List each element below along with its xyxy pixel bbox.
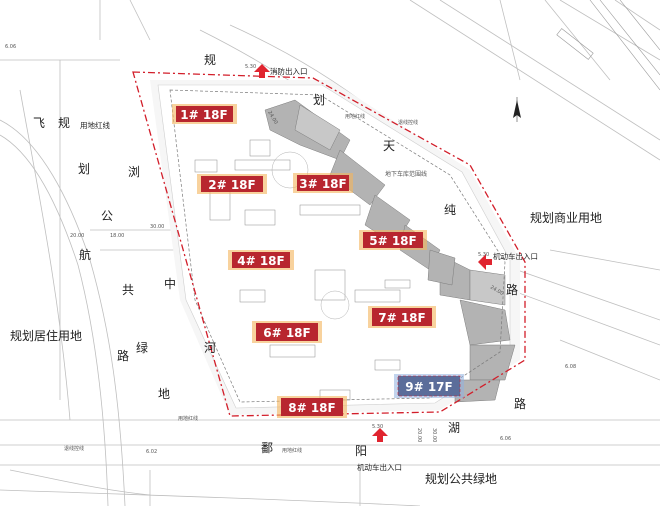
svg-text:5.30: 5.30 <box>245 64 256 70</box>
building-2[interactable]: 2# 18F <box>197 174 267 194</box>
svg-text:公: 公 <box>101 209 113 223</box>
tiny-notes: 用地红线 用地红线 退线控线 用地红线 用地红线 退线控线 <box>64 113 418 454</box>
svg-text:规: 规 <box>58 115 70 130</box>
svg-text:20.00: 20.00 <box>70 233 84 239</box>
svg-text:5.30: 5.30 <box>372 424 383 430</box>
svg-text:1# 18F: 1# 18F <box>180 108 227 122</box>
svg-text:天: 天 <box>383 139 395 153</box>
gate-labels: 消防出入口 机动车出入口 机动车出入口 地下车库范围线 <box>270 66 538 472</box>
svg-text:6.06: 6.06 <box>5 44 16 50</box>
svg-text:航: 航 <box>79 247 91 262</box>
svg-text:飞: 飞 <box>33 116 45 130</box>
svg-text:6# 18F: 6# 18F <box>263 326 310 340</box>
svg-text:路: 路 <box>117 348 129 363</box>
svg-text:阳: 阳 <box>355 444 367 458</box>
svg-text:3# 18F: 3# 18F <box>299 177 346 191</box>
svg-text:浏: 浏 <box>128 165 140 179</box>
svg-text:规: 规 <box>204 52 216 67</box>
building-4[interactable]: 4# 18F <box>228 250 294 270</box>
svg-text:用地红线: 用地红线 <box>345 113 365 120</box>
svg-text:6.06: 6.06 <box>500 436 511 442</box>
svg-text:划: 划 <box>313 93 325 107</box>
svg-text:6.02: 6.02 <box>146 449 157 455</box>
svg-text:路: 路 <box>514 396 526 411</box>
svg-text:2# 18F: 2# 18F <box>208 178 255 192</box>
svg-text:绿: 绿 <box>136 340 148 355</box>
svg-text:规划商业用地: 规划商业用地 <box>530 210 602 225</box>
svg-text:18.00: 18.00 <box>110 233 124 239</box>
svg-text:机动车出入口: 机动车出入口 <box>357 462 402 472</box>
gate-arrows <box>254 64 492 442</box>
svg-text:8# 18F: 8# 18F <box>288 401 335 415</box>
svg-text:鄱: 鄱 <box>261 441 273 455</box>
svg-text:机动车出入口: 机动车出入口 <box>493 251 538 261</box>
svg-text:5.30: 5.30 <box>478 252 489 258</box>
svg-text:地: 地 <box>158 387 170 401</box>
building-1[interactable]: 1# 18F <box>172 104 237 124</box>
svg-text:20.00: 20.00 <box>416 428 422 442</box>
building-6[interactable]: 6# 18F <box>252 321 322 343</box>
svg-text:规划居住用地: 规划居住用地 <box>10 328 82 343</box>
building-8[interactable]: 8# 18F <box>277 396 347 418</box>
svg-text:9# 17F: 9# 17F <box>405 380 452 394</box>
parcel-lines <box>556 0 660 91</box>
svg-text:路: 路 <box>506 282 518 297</box>
svg-text:6.08: 6.08 <box>565 364 576 370</box>
vehicle-south-arrow-icon <box>372 428 388 442</box>
svg-text:地下车库范围线: 地下车库范围线 <box>385 170 427 178</box>
svg-text:湖: 湖 <box>448 420 460 435</box>
svg-text:7# 18F: 7# 18F <box>378 311 425 325</box>
svg-text:用地红线: 用地红线 <box>282 447 302 454</box>
svg-text:共: 共 <box>122 283 134 297</box>
svg-text:用地红线: 用地红线 <box>178 415 198 422</box>
road-names: 飞 规 划 公 航 共 路 绿 地 浏 中 河 规 划 天 纯 路 鄱 阳 湖 … <box>33 52 526 458</box>
zone-labels: 规划商业用地 规划居住用地 规划公共绿地 <box>10 210 602 486</box>
svg-text:中: 中 <box>164 276 176 291</box>
svg-text:5# 18F: 5# 18F <box>369 234 416 248</box>
svg-text:用地红线: 用地红线 <box>80 120 110 130</box>
site-redline <box>132 71 526 417</box>
basement-boundary <box>169 89 506 403</box>
svg-text:30.00: 30.00 <box>150 224 164 230</box>
svg-text:退线控线: 退线控线 <box>64 445 84 452</box>
dimensions: 24.00 24.00 20.00 18.00 30.00 20.00 30.0… <box>5 44 576 455</box>
north-arrow-icon <box>513 97 521 122</box>
svg-text:退线控线: 退线控线 <box>398 119 418 126</box>
svg-text:4# 18F: 4# 18F <box>237 254 284 268</box>
svg-text:消防出入口: 消防出入口 <box>270 66 308 76</box>
svg-text:纯: 纯 <box>444 203 456 217</box>
svg-text:河: 河 <box>204 341 216 355</box>
building-9[interactable]: 9# 17F <box>394 374 464 398</box>
vehicle-east-arrow-icon <box>478 254 492 270</box>
fire-gate-arrow-icon <box>254 64 270 78</box>
building-5[interactable]: 5# 18F <box>359 230 427 250</box>
svg-text:划: 划 <box>78 162 90 176</box>
building-7[interactable]: 7# 18F <box>368 306 436 328</box>
building-3[interactable]: 3# 18F <box>293 173 353 193</box>
building-blocks: 1# 18F 2# 18F 3# 18F 4# 18F 5# 18F <box>172 104 464 418</box>
svg-text:规划公共绿地: 规划公共绿地 <box>425 471 497 486</box>
svg-text:30.00: 30.00 <box>431 428 437 442</box>
